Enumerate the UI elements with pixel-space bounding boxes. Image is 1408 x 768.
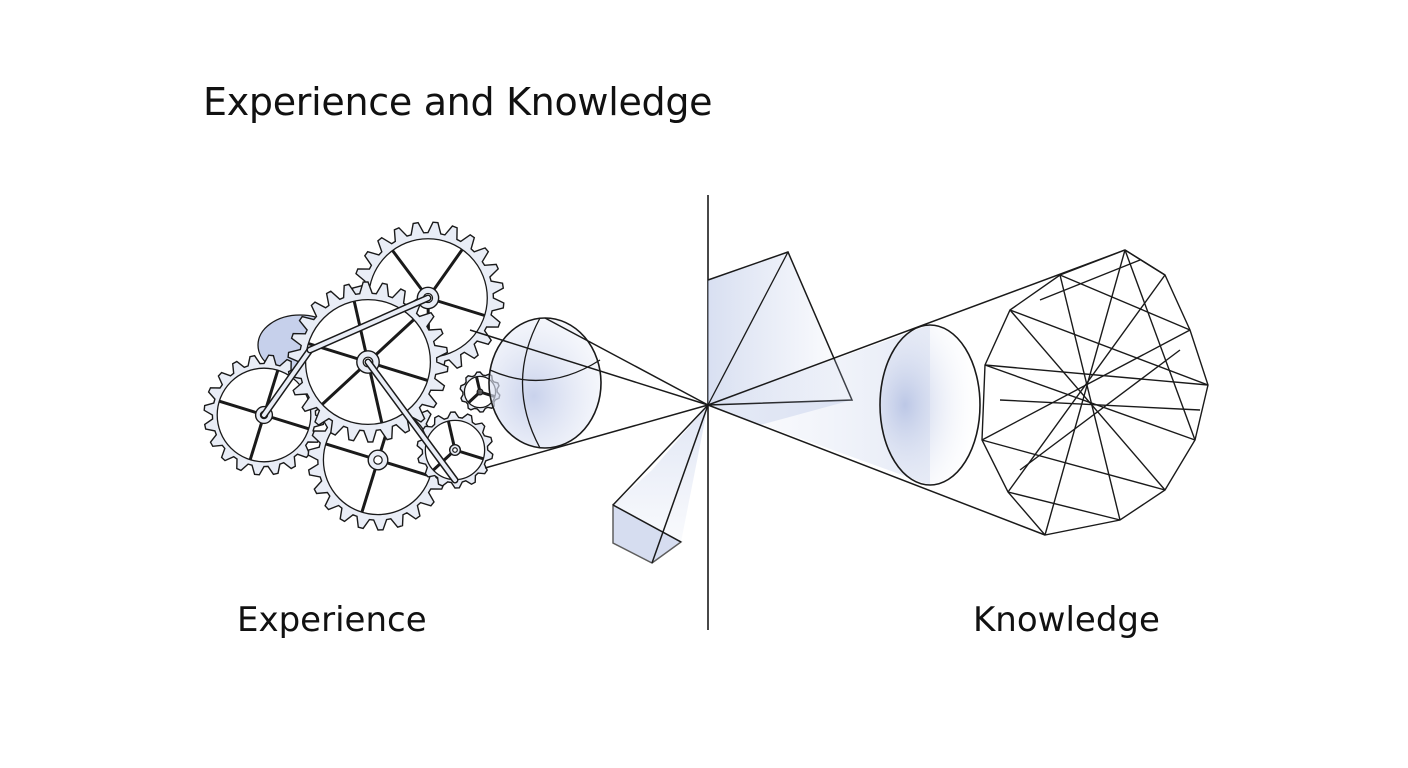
polyhedron-edge: [1059, 274, 1121, 521]
polyhedron-edge: [1124, 249, 1196, 441]
polyhedron-edge: [1059, 274, 1191, 331]
page-title: Experience and Knowledge: [203, 80, 713, 124]
polyhedron-edge: [1019, 349, 1181, 471]
polyhedron-edge: [1044, 249, 1126, 536]
gears-cluster: [203, 221, 505, 531]
knowledge-label: Knowledge: [973, 600, 1160, 640]
gear-rod: [262, 348, 312, 417]
polyhedron-edge: [1039, 259, 1141, 301]
left-projection-lines: [469, 317, 709, 469]
lens-ellipse: [879, 324, 981, 486]
polyhedron-edge: [999, 399, 1201, 411]
lower-prism: [612, 404, 709, 564]
polyhedron-edge: [1124, 249, 1166, 276]
polyhedron-edge: [1009, 309, 1166, 491]
polyhedron-outline: [981, 249, 1209, 536]
polyhedron-edge: [981, 439, 1166, 491]
gear-icon: [416, 411, 494, 489]
polyhedron-edge: [1007, 491, 1121, 521]
sphere-shape: [488, 317, 602, 449]
gear-rod: [366, 360, 457, 482]
polyhedron-edge: [1009, 309, 1209, 386]
gear-rod: [308, 296, 430, 352]
experience-label: Experience: [237, 600, 427, 640]
polyhedron-shape: [981, 249, 1209, 536]
polyhedron-edge: [981, 329, 1191, 441]
polyhedron-edge: [984, 364, 1209, 386]
